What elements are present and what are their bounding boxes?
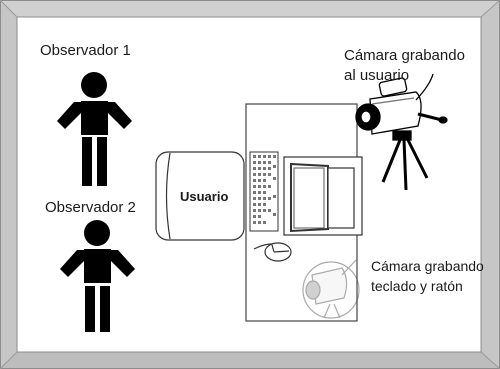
observer-1-label: Observador 1 xyxy=(40,42,131,59)
video-camera-icon xyxy=(302,259,360,319)
video-camera-icon xyxy=(355,73,448,191)
user-label: Usuario xyxy=(180,189,229,204)
chair-icon xyxy=(155,151,245,241)
keyboard-icon xyxy=(249,151,279,232)
monitor-icon xyxy=(283,156,363,236)
camera-user-label: Cámara grabando al usuario xyxy=(344,47,465,84)
camera-keyboard-label: Cámara grabando teclado y ratón xyxy=(371,258,484,294)
person-icon xyxy=(60,220,135,332)
person-icon xyxy=(57,72,132,186)
observer-2-label: Observador 2 xyxy=(45,199,136,216)
mouse-icon xyxy=(253,242,292,262)
